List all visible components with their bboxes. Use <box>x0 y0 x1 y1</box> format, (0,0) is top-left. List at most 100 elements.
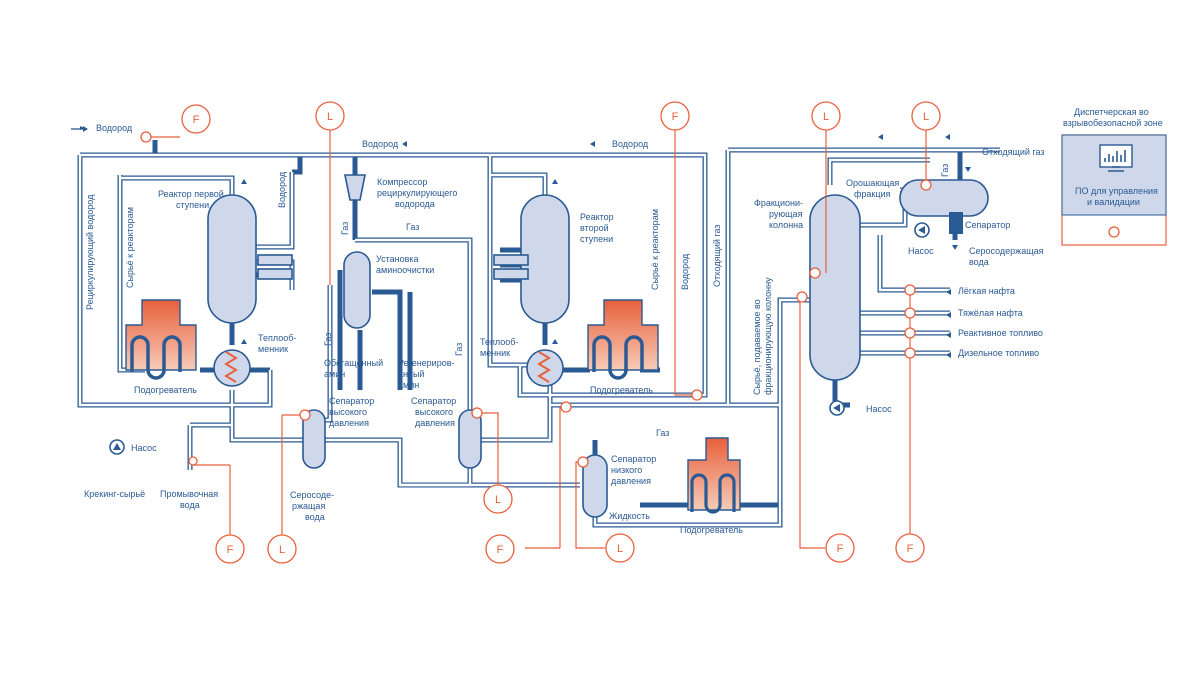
lp-separator-label: давления <box>611 476 651 486</box>
reactor-1-label: Реактор первой <box>158 189 224 199</box>
hp-separator-1 <box>302 409 326 469</box>
software-label: и валидации <box>1087 197 1140 207</box>
amine-unit-label: аминоочистки <box>376 265 434 275</box>
sour-water-label: Серосодержащая <box>969 246 1044 256</box>
heat-exchanger-1-label: Теплооб- <box>258 333 296 343</box>
compressor-label: Компрессор <box>377 177 427 187</box>
hp-separator-2 <box>458 409 482 469</box>
sour-water-label: Серосоде- <box>290 490 334 500</box>
hp-separator-1-label: Сепаратор <box>329 396 374 406</box>
flow-instrument: F <box>672 111 679 123</box>
level-instrument: L <box>279 544 285 556</box>
heavy-naphtha-label: Тяжёлая нафта <box>958 308 1023 318</box>
pump-3 <box>829 400 845 416</box>
heater-2-label: Подогреватель <box>590 385 653 395</box>
gas-label: Газ <box>656 428 669 438</box>
sour-water-label: вода <box>969 257 989 267</box>
control-room-title: взрывобезопасной зоне <box>1063 118 1163 128</box>
reflux-label: Орошающая <box>846 178 899 188</box>
heater-1 <box>125 299 197 380</box>
gas-label: Газ <box>940 164 950 177</box>
reactor-2-label: второй <box>580 223 609 233</box>
hp-separator-2-label: высокого <box>415 407 453 417</box>
lp-separator-label: Сепаратор <box>611 454 656 464</box>
flow-instrument: F <box>837 543 844 555</box>
rich-amine-label: амин <box>324 369 345 379</box>
pump-3-label: Насос <box>866 404 892 414</box>
fractionating-column-label: рующая <box>769 209 803 219</box>
pump-1 <box>109 439 125 455</box>
separator-label: Сепаратор <box>965 220 1010 230</box>
level-instrument: L <box>823 111 829 123</box>
reactor-2-label: Реактор <box>580 212 614 222</box>
regenerated-amine-label: анный <box>398 369 424 379</box>
heater-2 <box>587 299 659 380</box>
feed-to-fractionator-label: Сырьё, подаваемое во <box>752 299 762 395</box>
rich-amine-label: Обогащённый <box>324 358 383 368</box>
hp-separator-1-label: высокого <box>329 407 367 417</box>
compressor <box>344 174 366 201</box>
sour-water-label: вода <box>305 512 325 522</box>
gas-label: Газ <box>454 343 464 356</box>
offgas-label: Отходящий газ <box>982 147 1045 157</box>
feed-to-fractionator-label: фракционирующую колонну <box>763 277 773 395</box>
liquid-label: Жидкость <box>609 511 650 521</box>
flow-instrument: F <box>497 544 504 556</box>
cracking-feed-label: Крекинг-сырьё <box>84 489 145 499</box>
reactor-1-label: ступени <box>176 200 209 210</box>
compressor-label: рециркулирующего <box>377 188 457 198</box>
level-instrument: L <box>327 111 333 123</box>
flow-instrument: F <box>907 543 914 555</box>
jet-fuel-label: Реактивное топливо <box>958 328 1043 338</box>
heater-3 <box>687 437 741 514</box>
wash-water-label: вода <box>180 500 200 510</box>
hydrogen-label: Водород <box>362 139 399 149</box>
pump-1-label: Насос <box>131 443 157 453</box>
control-room <box>1061 134 1167 246</box>
flow-instrument: F <box>227 544 234 556</box>
heat-exchanger-1-label: менник <box>258 344 288 354</box>
feed-to-reactors-label: Сырьё к реакторам <box>650 209 660 290</box>
reflux-drum <box>899 179 989 234</box>
reactor-2-label: ступени <box>580 234 613 244</box>
instruments <box>140 101 941 564</box>
reactor-1 <box>207 194 257 324</box>
status-indicator-icon <box>1108 226 1120 238</box>
hp-separator-2-label: давления <box>415 418 455 428</box>
heat-exchanger-2-label: менник <box>480 348 510 358</box>
heat-exchanger-2 <box>526 349 564 387</box>
reactor-1-nozzle <box>257 268 293 280</box>
monitor-icon <box>1099 144 1133 168</box>
flow-instrument: F <box>193 114 200 126</box>
regenerated-amine-label: амин <box>398 380 419 390</box>
amine-unit-label: Установка <box>376 254 419 264</box>
level-instrument: L <box>923 111 929 123</box>
wash-water-label: Промывочная <box>160 489 218 499</box>
flow-arrows <box>71 126 971 358</box>
pump-2 <box>914 222 930 238</box>
sour-water-label: ржащая <box>292 501 325 511</box>
fractionating-column-label: Фракциони- <box>754 198 803 208</box>
regenerated-amine-label: Регенериров- <box>398 358 455 368</box>
lp-separator <box>582 454 608 518</box>
heater-3-label: Подогреватель <box>680 525 743 535</box>
fractionating-column-label: колонна <box>769 220 803 230</box>
diesel-label: Дизельное топливо <box>958 348 1039 358</box>
software-label: ПО для управления <box>1075 186 1158 196</box>
hydrogen-vertical-label: Водород <box>277 171 287 208</box>
reactor-2-nozzle <box>493 254 529 266</box>
reactor-2-nozzle <box>493 268 529 280</box>
gas-label: Газ <box>323 333 333 346</box>
heater-1-label: Подогреватель <box>134 385 197 395</box>
heat-exchanger-1 <box>213 349 251 387</box>
reflux-label: фракция <box>854 189 891 199</box>
lp-separator-label: низкого <box>611 465 642 475</box>
heat-exchanger-2-label: Теплооб- <box>480 337 518 347</box>
hydrogen-label: Водород <box>612 139 649 149</box>
fractionating-column <box>809 194 861 381</box>
gas-label: Газ <box>406 222 419 232</box>
hydrogen-vertical-label: Водород <box>680 253 690 290</box>
hp-separator-2-label: Сепаратор <box>411 396 456 406</box>
reactor-1-nozzle <box>257 254 293 266</box>
